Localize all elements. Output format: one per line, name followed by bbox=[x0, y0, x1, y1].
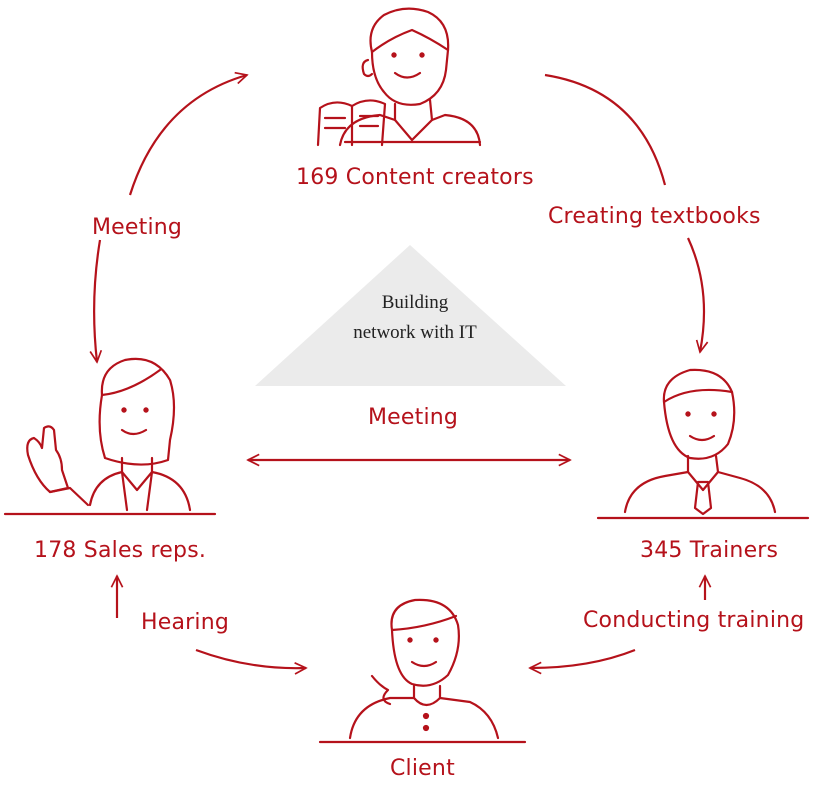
sales-rep-figure bbox=[3, 357, 217, 516]
center-caption: Building network with IT bbox=[300, 288, 530, 348]
arrow-training-to-client bbox=[530, 648, 636, 668]
center-caption-line2: network with IT bbox=[353, 322, 477, 343]
label-content-creators: 169 Content creators bbox=[296, 165, 534, 190]
label-creating-textbooks: Creating textbooks bbox=[548, 204, 761, 229]
center-triangle bbox=[255, 245, 566, 386]
content-creator-figure bbox=[316, 7, 482, 147]
arrow-sales-to-creators bbox=[128, 75, 247, 196]
center-caption-line1: Building bbox=[381, 292, 449, 313]
label-trainers: 345 Trainers bbox=[640, 538, 779, 563]
arrow-hearing-to-client bbox=[195, 648, 306, 668]
label-client: Client bbox=[390, 756, 455, 781]
label-meeting-center: Meeting bbox=[368, 405, 459, 430]
trainer-figure bbox=[596, 368, 810, 520]
label-meeting-left: Meeting bbox=[92, 215, 183, 240]
label-hearing: Hearing bbox=[141, 610, 230, 635]
label-sales-reps: 178 Sales reps. bbox=[34, 538, 207, 563]
client-figure bbox=[318, 598, 527, 744]
arrow-meeting-to-sales bbox=[94, 239, 100, 362]
arrow-textbooks-to-trainers bbox=[687, 237, 704, 352]
arrow-creators-to-trainers bbox=[544, 73, 667, 186]
label-conducting-training: Conducting training bbox=[583, 608, 805, 633]
